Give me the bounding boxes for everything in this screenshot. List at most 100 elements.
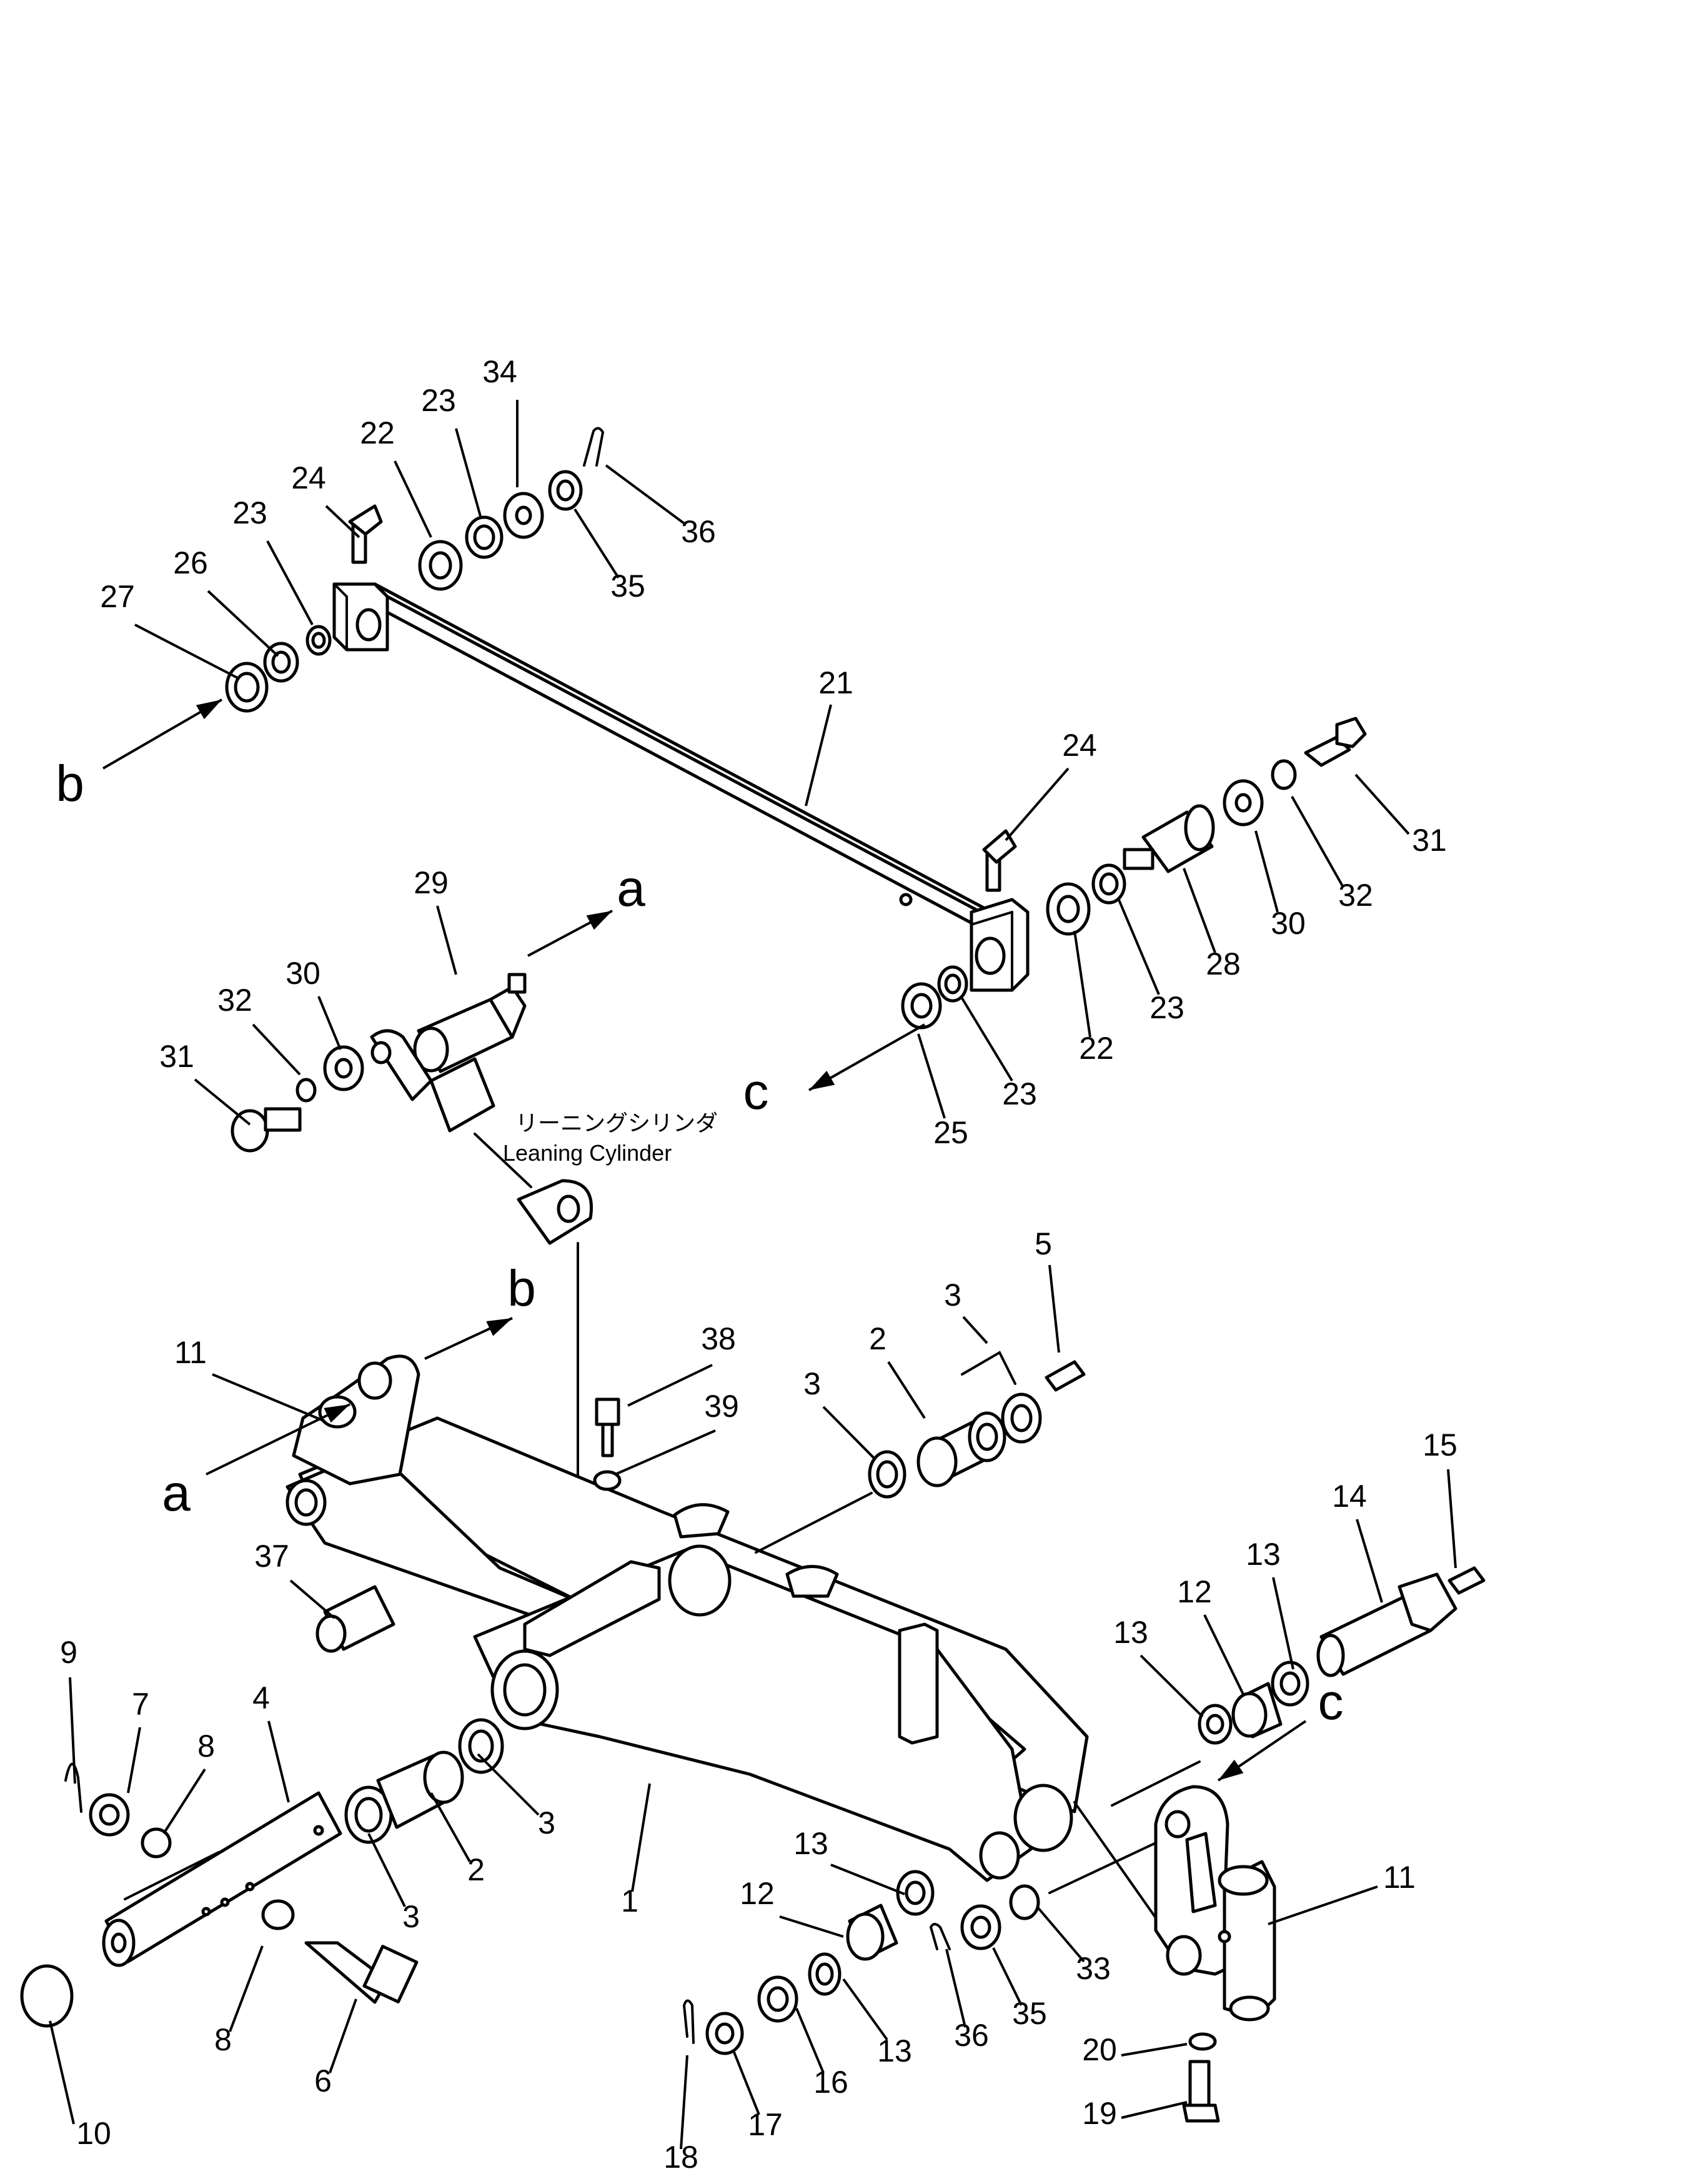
callout-number-c27: 27 [100, 579, 135, 614]
callout-number-c13d: 13 [877, 2033, 912, 2068]
leader-line-c14 [1356, 1519, 1383, 1603]
callout-number-c37: 37 [254, 1539, 289, 1574]
leader-line-c24a [325, 505, 360, 539]
reference-letter-L_c1: c [743, 1063, 769, 1120]
reference-letter-L_b1: b [56, 755, 84, 812]
leader-line-c6 [329, 1998, 357, 2073]
reference-letter-L_c2: c [1318, 1674, 1344, 1730]
leader-line-c13d [842, 1978, 888, 2041]
leader-line-c23a [455, 428, 482, 519]
callout-number-c39: 39 [704, 1389, 739, 1424]
leaning-cylinder [231, 973, 593, 1245]
leader-line-c29 [436, 905, 457, 975]
right-bracket-11 [1009, 1785, 1276, 2123]
callout-number-c26: 26 [173, 545, 208, 580]
callout-number-c38: 38 [701, 1321, 736, 1356]
leader-line-c17 [733, 2052, 760, 2115]
callout-number-c22a: 22 [360, 415, 395, 450]
leader-line-c13b [1139, 1654, 1204, 1718]
leader-line-c31b [194, 1078, 251, 1126]
leader-line-c22a [394, 460, 432, 538]
callout-number-c31a: 31 [1412, 823, 1447, 858]
callout-number-c9: 9 [60, 1635, 77, 1670]
callout-number-c3b: 3 [803, 1366, 821, 1401]
callout-number-c11b: 11 [1383, 1860, 1416, 1895]
callout-number-c23a: 23 [421, 383, 456, 418]
callout-number-c21: 21 [818, 665, 853, 700]
main-frame-1 [285, 1354, 1089, 1882]
arrow-arr_c1 [808, 1023, 925, 1091]
callout-number-c17: 17 [748, 2107, 783, 2142]
callout-number-c22b: 22 [1079, 1031, 1114, 1066]
leader-line-c35a [573, 508, 620, 579]
callout-number-c3d: 3 [402, 1899, 420, 1934]
leader-line-c32b [252, 1023, 301, 1076]
callout-number-c36a: 36 [681, 514, 716, 549]
leader-line-c32a [1291, 796, 1344, 888]
leader-line-c22b [1073, 930, 1091, 1038]
leader-line-c8a [162, 1768, 206, 1835]
callout-number-c12b: 12 [740, 1876, 775, 1911]
reference-letter-L_a2: a [162, 1465, 191, 1522]
cylinder-label-en: Leaning Cylinder [503, 1140, 672, 1166]
callout-number-c24b: 24 [1062, 728, 1097, 763]
leader-line-c4 [267, 1720, 290, 1803]
callout-number-c2b: 2 [467, 1852, 485, 1887]
leader-line-c30b [317, 996, 342, 1050]
callout-number-c33: 33 [1076, 1951, 1111, 1986]
leader-line-c3a [962, 1316, 988, 1344]
leader-line-c7 [127, 1727, 141, 1794]
leader-line-c23b [266, 540, 314, 625]
callout-number-c36b: 36 [954, 2018, 989, 2053]
leader-line-c13c [830, 1864, 905, 1895]
leader-line-c36a [605, 464, 687, 526]
callout-number-c23d: 23 [1002, 1076, 1037, 1111]
callout-number-c2a: 2 [869, 1321, 886, 1356]
callout-number-c13a: 13 [1246, 1537, 1281, 1572]
leader-line-c21 [805, 704, 832, 807]
leader-line-c25 [917, 1033, 946, 1119]
leader-line-c3b [822, 1406, 876, 1460]
callout-number-c8a: 8 [197, 1729, 215, 1764]
callout-number-c23c: 23 [1149, 990, 1184, 1025]
leader-line-c2b [430, 1792, 471, 1862]
leader-line-c2a [887, 1361, 926, 1419]
callout-number-c35a: 35 [610, 568, 645, 603]
callout-number-c32a: 32 [1338, 878, 1373, 913]
leader-line-c35b [992, 1947, 1023, 2006]
tie-rod-21 [332, 582, 1030, 992]
leader-line-c23c [1117, 898, 1160, 995]
callout-number-c8b: 8 [214, 2022, 232, 2057]
leader-line-c9 [69, 1677, 76, 1784]
leader-line-c11a [212, 1373, 325, 1422]
callout-number-c32b: 32 [217, 983, 252, 1018]
leader-line-c37 [289, 1579, 335, 1619]
arrow-arr_a2 [206, 1403, 350, 1476]
leader-line-c12a [1203, 1614, 1244, 1695]
leader-line-c26 [207, 590, 279, 657]
callout-number-c24a: 24 [291, 460, 326, 495]
leader-line-c38 [627, 1364, 713, 1407]
arrow-arr_a1 [527, 910, 613, 957]
leader-line-c3c [477, 1753, 540, 1816]
right-end-pin-parts [901, 717, 1367, 1030]
callout-number-c20: 20 [1082, 2032, 1117, 2067]
callout-number-c14: 14 [1332, 1479, 1367, 1514]
lower-middle-parts [682, 1760, 1201, 2055]
reference-letter-L_a1: a [617, 860, 645, 917]
leader-line-c33 [1036, 1905, 1085, 1963]
callout-number-c19: 19 [1082, 2096, 1117, 2131]
callout-number-c31b: 31 [159, 1039, 194, 1074]
leader-line-c28 [1183, 868, 1216, 953]
callout-number-c3c: 3 [538, 1805, 555, 1840]
bearing-set-upper-right [868, 1351, 1086, 1499]
leader-line-c10 [49, 2020, 75, 2125]
callout-number-c1: 1 [621, 1884, 638, 1918]
leader-line-c1 [631, 1783, 651, 1892]
leader-line-c16 [795, 2008, 825, 2073]
leader-line-c23d [961, 997, 1013, 1082]
callout-number-c15: 15 [1423, 1427, 1457, 1462]
callout-number-c16: 16 [813, 2065, 848, 2100]
bolt-38-washer-39 [593, 1397, 622, 1491]
